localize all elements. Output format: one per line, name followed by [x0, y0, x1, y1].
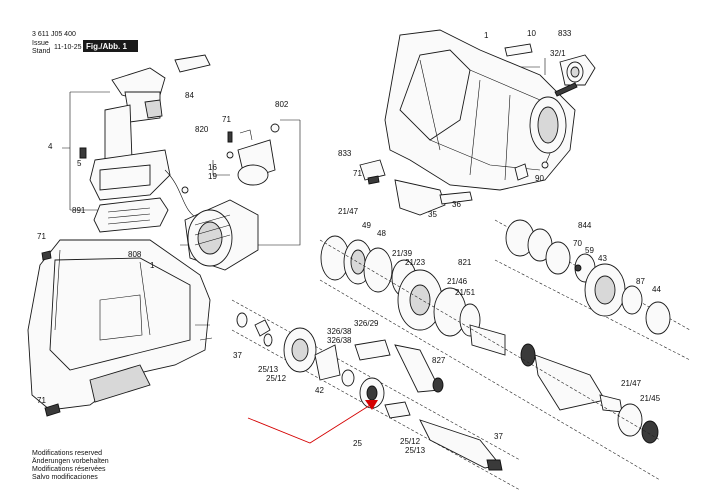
switch-module-icon	[79, 54, 211, 233]
footer-line-4: Salvo modificaciones	[32, 474, 98, 481]
gearbox-parts	[319, 235, 661, 481]
label-42: 42	[315, 386, 324, 395]
footer-line-3: Modifications réservées	[32, 466, 106, 473]
label-70: 70	[573, 239, 582, 248]
label-44: 44	[652, 285, 661, 294]
plate-10-icon	[504, 43, 533, 57]
footer-line-2: Änderungen vorbehalten	[32, 457, 109, 465]
doc-number: 3 611 J05 400	[32, 31, 76, 38]
label-21-39: 21/39	[392, 249, 413, 258]
stand-label: Stand	[32, 48, 50, 55]
label-21-23: 21/23	[405, 258, 426, 267]
label-16: 16	[208, 163, 217, 172]
issue-label: Issue	[32, 40, 49, 47]
header-block: 3 611 J05 400 Issue Stand 11-10-25 Fig./…	[32, 31, 138, 55]
footer-notes: Modifications reserved Änderungen vorbeh…	[32, 450, 109, 481]
label-49: 49	[362, 221, 371, 230]
housing-1-icon	[359, 29, 576, 216]
issue-date: 11-10-25	[54, 44, 82, 51]
label-71-a: 71	[222, 115, 231, 124]
footer-line-1: Modifications reserved	[32, 450, 102, 457]
label-891: 891	[72, 206, 86, 215]
label-37-b: 37	[494, 432, 503, 441]
part-labels: 1 4 5 10 833 32/1 84 71 802 820 16 19 89…	[37, 29, 661, 455]
label-21-47-b: 21/47	[621, 379, 642, 388]
dust-cap-icon	[645, 301, 671, 335]
label-71-b: 71	[37, 232, 46, 241]
label-43: 43	[598, 254, 607, 263]
label-808: 808	[128, 250, 142, 259]
label-802: 802	[275, 100, 289, 109]
label-21-45: 21/45	[640, 394, 661, 403]
label-71-d: 71	[353, 169, 362, 178]
label-820: 820	[195, 125, 209, 134]
label-21-47-a: 21/47	[338, 207, 359, 216]
label-1-housing: 1	[150, 261, 155, 270]
spindle-icon	[534, 354, 606, 411]
label-21-51: 21/51	[455, 288, 476, 297]
label-87: 87	[636, 277, 645, 286]
label-833-top: 833	[558, 29, 572, 38]
label-4: 4	[48, 142, 53, 151]
label-25-13-b: 25/13	[405, 446, 426, 455]
label-10: 10	[527, 29, 536, 38]
label-25-13-a: 25/13	[258, 365, 279, 374]
label-25-12-a: 25/12	[266, 374, 287, 383]
label-37-a: 37	[233, 351, 242, 360]
label-1-top: 1	[484, 31, 489, 40]
housing-808-icon	[27, 239, 213, 417]
label-844: 844	[578, 221, 592, 230]
label-32-1: 32/1	[550, 49, 566, 58]
motor-icon	[184, 123, 280, 271]
label-821: 821	[458, 258, 472, 267]
fig-label: Fig./Abb. 1	[86, 42, 127, 51]
label-25: 25	[353, 439, 362, 448]
label-48: 48	[377, 229, 386, 238]
label-326-38-a: 326/38	[327, 327, 352, 336]
striker-parts	[231, 299, 521, 491]
label-19: 19	[208, 172, 217, 181]
label-827: 827	[432, 356, 446, 365]
label-833-mid: 833	[338, 149, 352, 158]
chuck-parts	[494, 219, 691, 361]
part-84-icon	[174, 54, 211, 73]
label-326-38-b: 326/38	[327, 336, 352, 345]
top-right-small-parts	[504, 43, 596, 97]
label-25-12-b: 25/12	[400, 437, 421, 446]
label-5: 5	[77, 159, 82, 168]
label-84: 84	[185, 91, 194, 100]
label-71-c: 71	[37, 396, 46, 405]
label-21-46: 21/46	[447, 277, 468, 286]
label-35: 35	[428, 210, 437, 219]
label-326-29: 326/29	[354, 319, 379, 328]
fig-badge	[83, 40, 138, 52]
label-59: 59	[585, 246, 594, 255]
label-90: 90	[535, 174, 544, 183]
highlight-pointer	[247, 400, 378, 444]
label-36: 36	[452, 200, 461, 209]
